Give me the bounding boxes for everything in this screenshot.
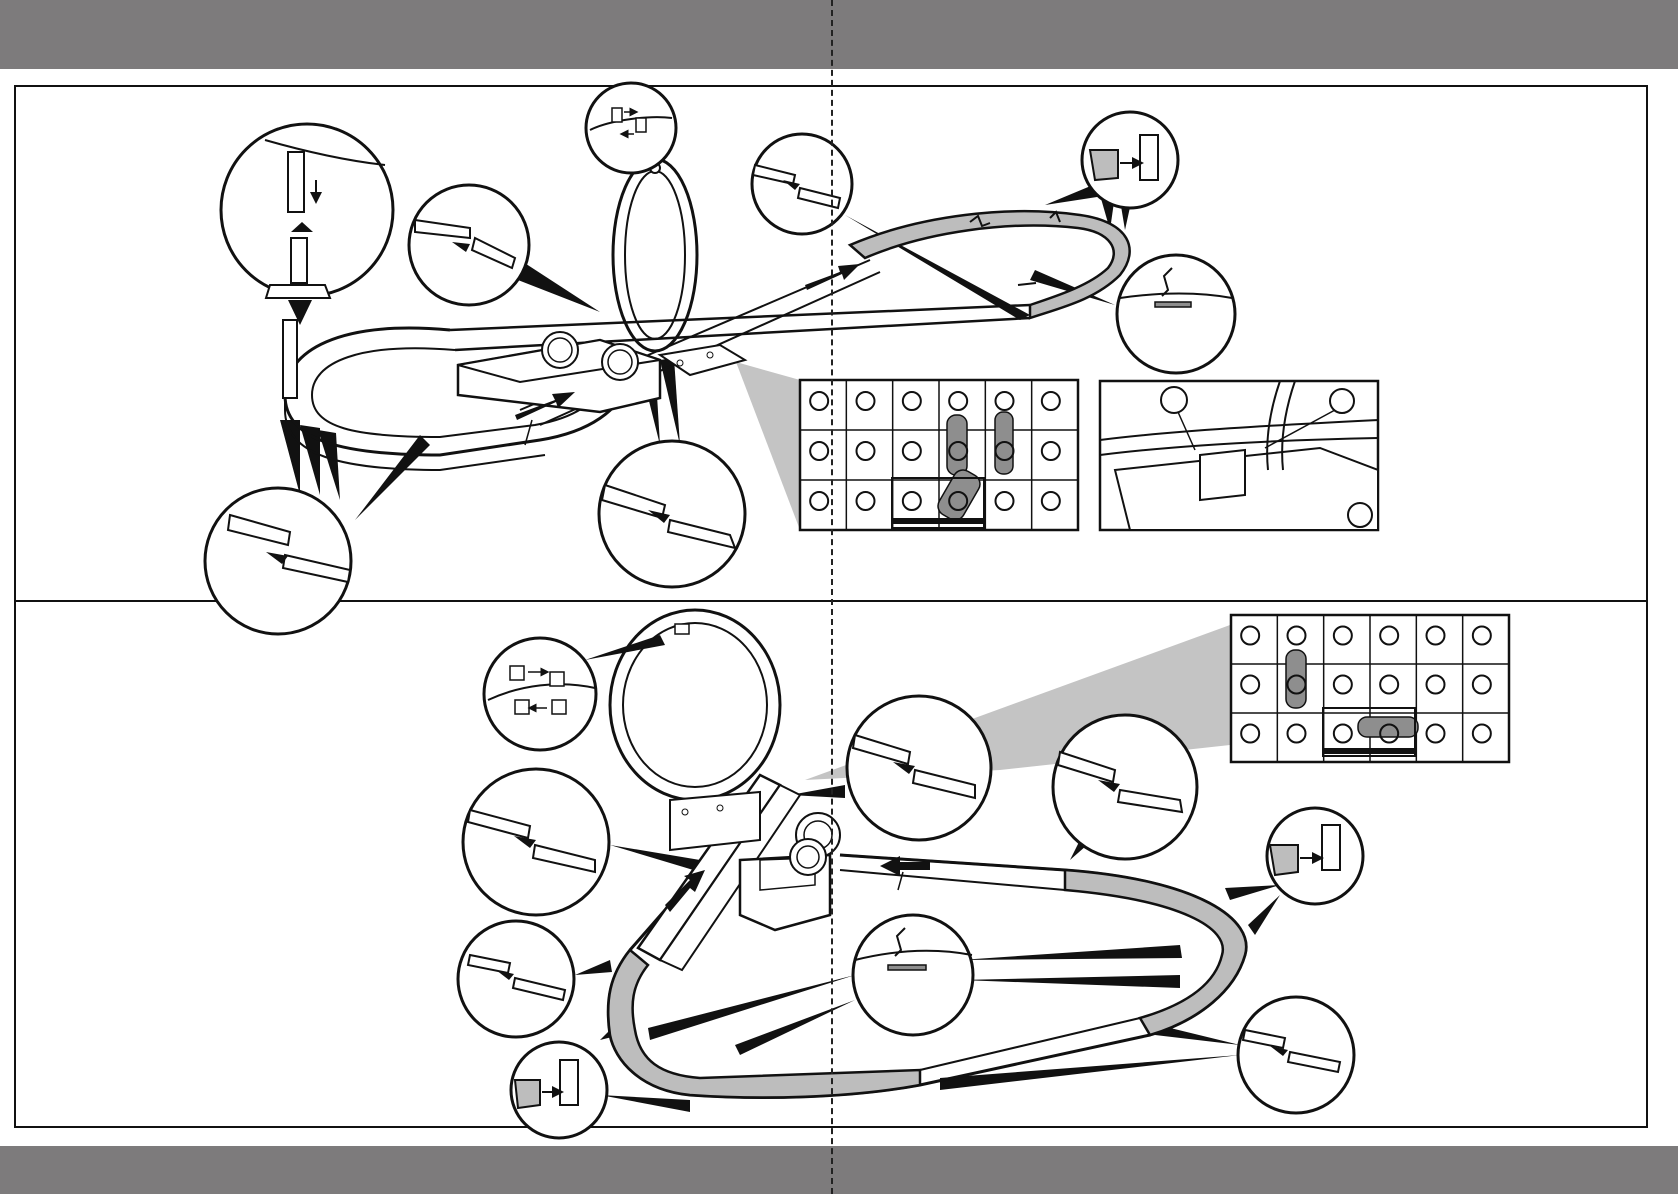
track-join-detail-1 — [409, 185, 529, 305]
loop-connector-detail-2 — [484, 638, 596, 750]
grid-edge-bar — [892, 518, 984, 524]
track-join-detail-6 — [458, 921, 574, 1037]
base-grid-top — [800, 380, 1078, 530]
base-side-detail — [1100, 381, 1378, 530]
track-join-detail-8 — [1053, 715, 1197, 859]
peg-attach-detail — [221, 124, 393, 298]
track-join-detail-7 — [847, 696, 991, 840]
track-join-detail-3 — [599, 441, 745, 587]
clip-detail-2 — [511, 1042, 607, 1138]
vertical-loop-2 — [610, 610, 780, 800]
edge-tab-detail-2 — [853, 915, 973, 1035]
track-join-detail-9 — [1238, 997, 1354, 1113]
top-assembly-panel — [205, 83, 1378, 634]
track-join-detail-4 — [752, 134, 852, 234]
fold-line — [831, 0, 833, 1194]
edge-tab-detail-1 — [1117, 255, 1235, 373]
grid-edge-bar — [1323, 748, 1415, 754]
clip-detail-3 — [1267, 808, 1363, 904]
bottom-assembly-panel — [458, 610, 1509, 1138]
track-join-detail-2 — [205, 488, 351, 634]
loop-connector-detail — [586, 83, 676, 173]
support-post — [283, 320, 297, 398]
track-join-detail-5 — [463, 769, 609, 915]
peg-marker — [1358, 717, 1418, 737]
gray-track-curve — [850, 211, 1130, 318]
launcher-base — [458, 332, 745, 412]
base-grid-bottom — [1231, 615, 1509, 762]
clip-detail-1 — [1082, 112, 1178, 208]
